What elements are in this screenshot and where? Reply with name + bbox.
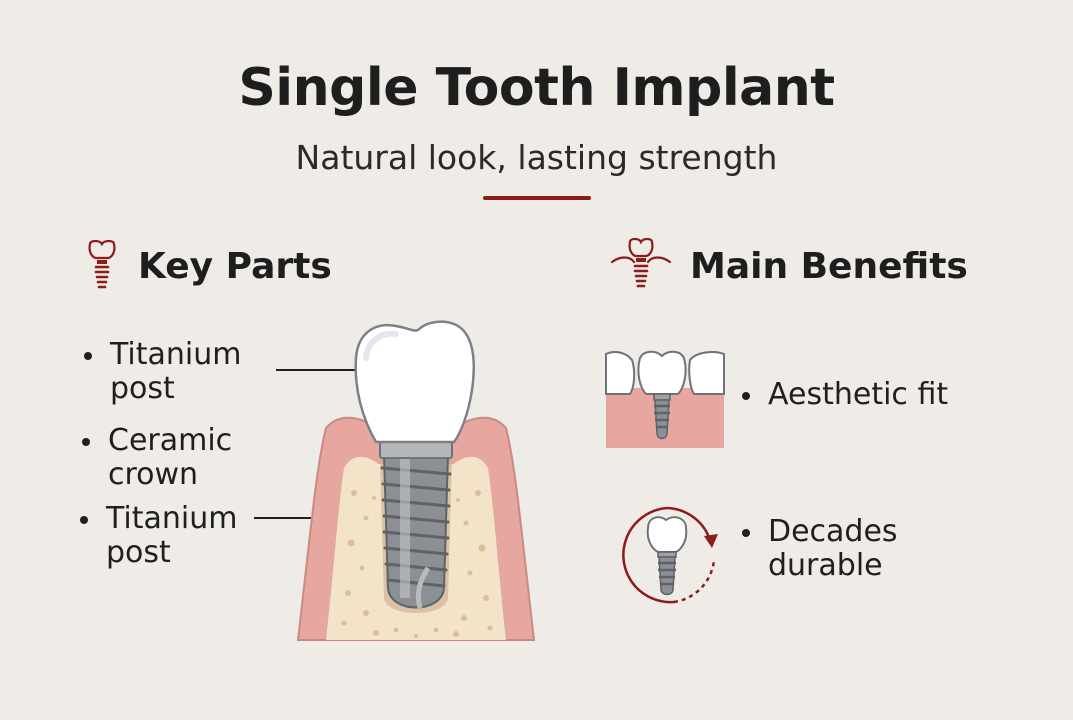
benefit-item: Aesthetic fit	[742, 378, 982, 418]
key-parts-item-label: Titanium post	[110, 337, 242, 406]
bullet-dot	[82, 438, 90, 446]
key-parts-item: Titanium post	[84, 338, 284, 408]
key-parts-item: Ceramic crown	[82, 424, 282, 494]
benefit-item-label: Aesthetic fit	[768, 377, 949, 412]
bullet-dot	[80, 516, 88, 524]
key-parts-item-label: Titanium post	[106, 501, 238, 570]
implant-cycle-icon	[622, 506, 718, 604]
bullet-dot	[742, 529, 750, 537]
ceramic-crown	[354, 320, 475, 444]
implant-in-gum-icon	[610, 237, 672, 288]
key-parts-heading: Key Parts	[138, 246, 332, 287]
bone-texture	[341, 490, 493, 638]
implant-cross-section-illustration	[296, 320, 536, 641]
benefit-item: Decades durable	[742, 515, 982, 587]
teeth-row-implant-icon	[605, 350, 725, 448]
key-parts-item: Titanium post	[80, 502, 280, 572]
key-parts-item-label: Ceramic crown	[108, 423, 233, 492]
main-benefits-heading: Main Benefits	[690, 246, 968, 287]
title-divider	[483, 196, 591, 200]
implant-icon	[88, 239, 116, 289]
page-title: Single Tooth Implant	[238, 58, 835, 118]
benefit-item-label: Decades durable	[768, 514, 898, 583]
bullet-dot	[742, 392, 750, 400]
page-subtitle: Natural look, lasting strength	[295, 138, 778, 177]
bullet-dot	[84, 352, 92, 360]
